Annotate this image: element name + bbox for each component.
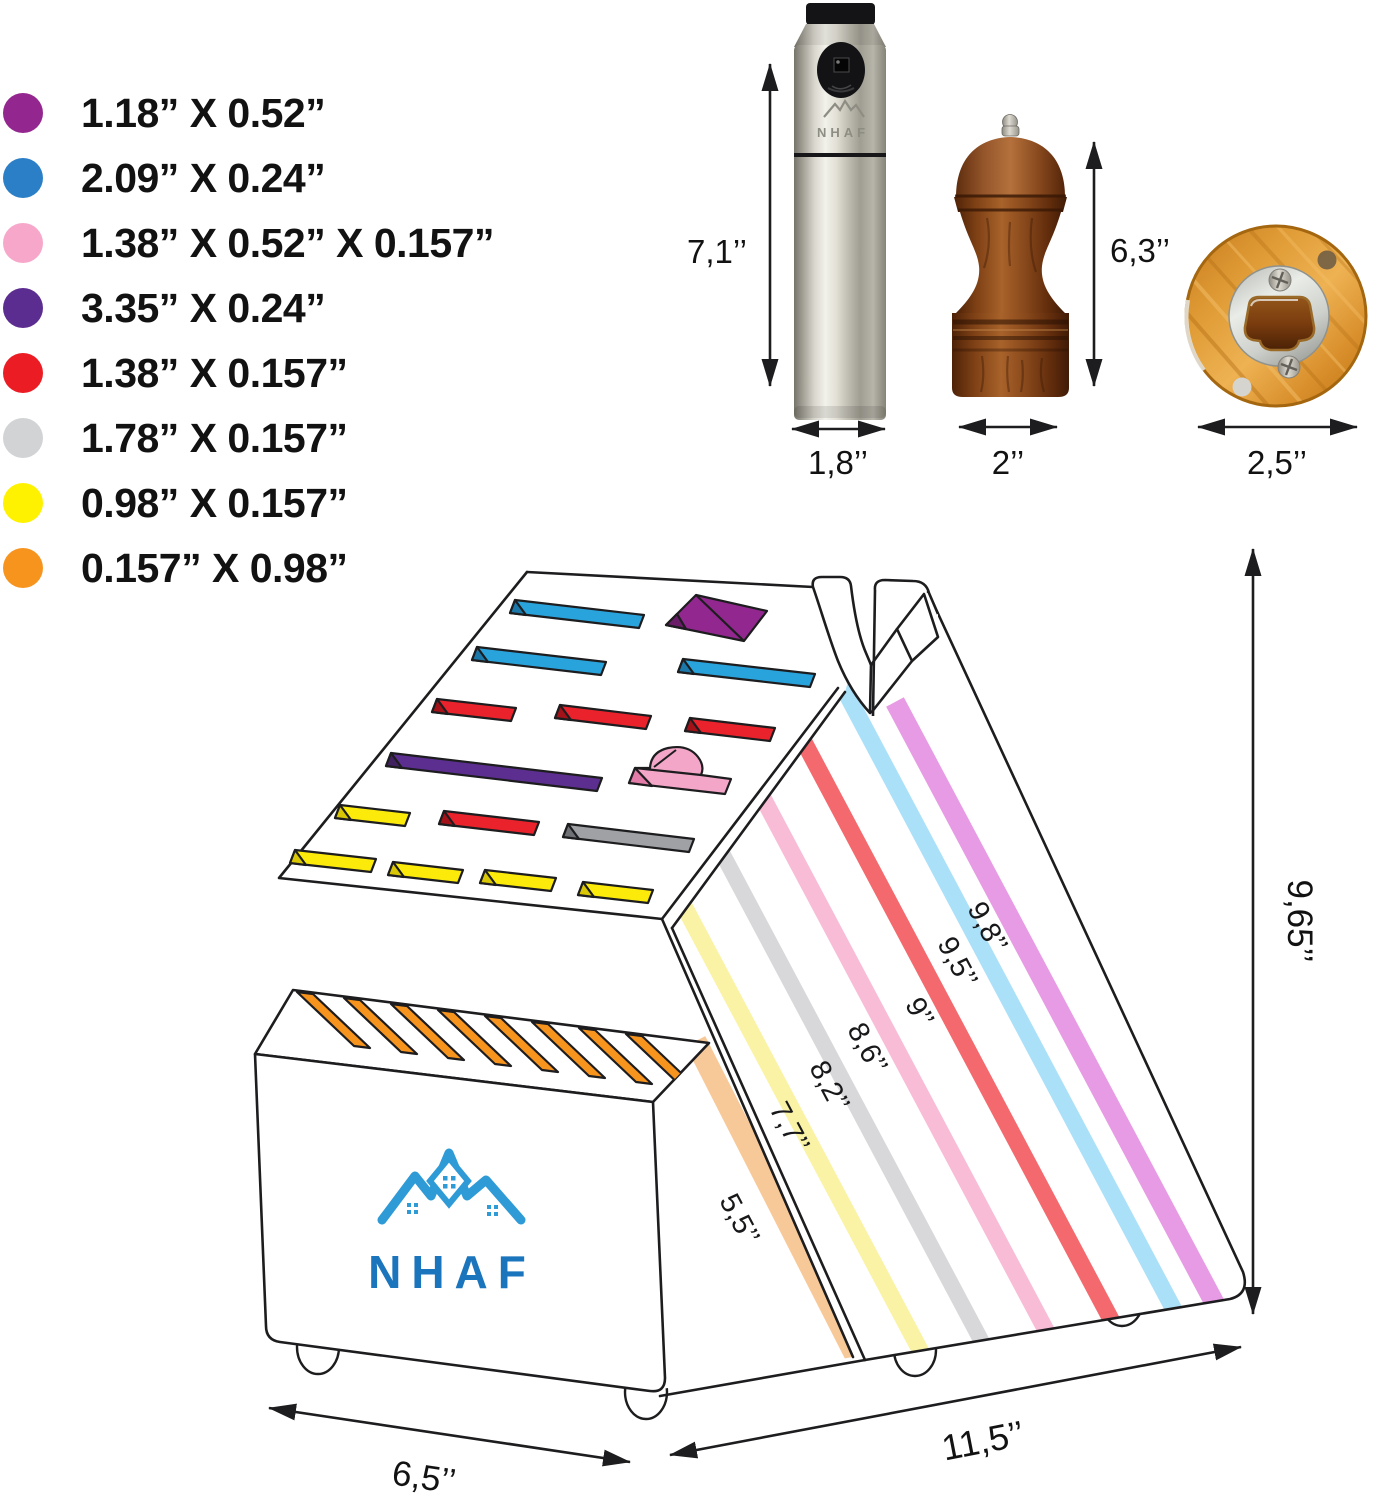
slot-flap	[478, 868, 498, 887]
slot-flap	[576, 880, 596, 899]
steak-slot	[577, 1026, 654, 1086]
legend-row: 1.38” X 0.157”	[3, 349, 348, 396]
opener-magnet-hole-bottom	[1232, 377, 1252, 397]
slot-pink-scissors	[627, 745, 733, 796]
block-height-label: 9,65’’	[1280, 879, 1319, 962]
legend-label: 1.18” X 0.52”	[81, 89, 326, 136]
slot-flap	[430, 697, 450, 716]
stripe-8-2	[710, 840, 1007, 1360]
pepper-mill-illustration	[952, 114, 1069, 397]
stripe-5-5	[685, 1036, 853, 1391]
block-dimension-arrows	[268, 548, 1262, 1467]
legend-label: 3.35” X 0.24”	[81, 284, 326, 331]
mill-base	[952, 313, 1069, 397]
opener-magnet-hole-top	[1317, 250, 1337, 270]
slot-flap	[553, 703, 573, 722]
slot-flap	[470, 645, 490, 664]
legend-label: 1.38” X 0.157”	[81, 349, 348, 396]
sprayer-bottom-shade	[794, 406, 886, 418]
oil-sprayer-illustration: NHAF	[794, 3, 886, 420]
knife-block-diagram: NHAF 5,5’’ 7,7’’ 8,2’’ 8,6’’ 9’’ 9,5’’ 9…	[253, 548, 1319, 1500]
nhaf-logo: NHAF	[368, 1148, 536, 1298]
legend-dot-yellow	[3, 483, 43, 523]
stripe-9-5	[832, 677, 1200, 1348]
legend-dot-red	[3, 353, 43, 393]
opener-width-label: 2,5’’	[1247, 444, 1307, 481]
legend-label: 1.38” X 0.52” X 0.157”	[81, 219, 494, 266]
legend-row: 0.157” X 0.98”	[3, 544, 348, 591]
legend-row: 0.98” X 0.157”	[3, 479, 348, 526]
slot-flap	[561, 822, 581, 841]
slot-flap	[508, 598, 528, 617]
sprayer-height-label: 7,1’’	[687, 233, 747, 270]
slot-purple-square	[664, 593, 769, 643]
legend-dot-blue	[3, 158, 43, 198]
legend-dot-orange	[3, 548, 43, 588]
handle-notch	[811, 575, 940, 717]
box-front-face	[253, 1052, 667, 1393]
legend-label: 1.78” X 0.157”	[81, 414, 348, 461]
steak-slot	[436, 1008, 513, 1068]
steak-slot	[342, 996, 419, 1056]
block-brand-text: NHAF	[368, 1246, 536, 1298]
steak-knife-box: NHAF	[253, 988, 711, 1393]
legend-row: 1.18” X 0.52”	[3, 89, 326, 136]
slot-flap	[437, 809, 457, 828]
legend-row: 3.35” X 0.24”	[3, 284, 326, 331]
legend-row: 1.38” X 0.52” X 0.157”	[3, 219, 494, 266]
sprayer-logo-icon	[823, 98, 865, 118]
block-length-label: 11,5’’	[938, 1412, 1027, 1468]
legend-label: 2.09” X 0.24”	[81, 154, 326, 201]
legend-dot-violet	[3, 288, 43, 328]
sprayer-dimension-arrows	[761, 63, 886, 438]
mill-height-label: 6,3’’	[1110, 232, 1170, 269]
slot-flap	[386, 860, 406, 879]
legend-dot-gray	[3, 418, 43, 458]
slot-flap	[333, 803, 353, 822]
opener-screw-top	[1268, 268, 1292, 292]
bottle-opener-illustration	[1184, 224, 1368, 408]
steak-slot	[530, 1020, 607, 1080]
stripe-8-6	[750, 784, 1071, 1360]
opener-screw-bottom	[1277, 355, 1301, 379]
sprayer-brand-text: NHAF	[817, 125, 869, 140]
opener-cap-hole	[1243, 295, 1316, 352]
mill-dimension-arrows	[958, 141, 1103, 436]
legend-row: 2.09” X 0.24”	[3, 154, 326, 201]
steak-slot	[389, 1002, 466, 1062]
block-edges	[277, 570, 1247, 1398]
mill-body	[956, 212, 1065, 313]
stripe-9-8	[886, 697, 1245, 1360]
stripe-9	[791, 728, 1135, 1355]
mill-wood-grain	[979, 217, 1046, 393]
stripe-7-7	[672, 892, 969, 1360]
steak-slot	[483, 1014, 560, 1074]
sprayer-seam-line	[794, 153, 886, 157]
block-depth-label: 6,5’’	[390, 1454, 459, 1500]
sprayer-cap	[806, 3, 875, 25]
legend-row: 1.78” X 0.157”	[3, 414, 348, 461]
slot-flap	[676, 657, 696, 676]
legend-label: 0.157” X 0.98”	[81, 544, 348, 591]
slot-flap	[288, 848, 308, 867]
knife-slots	[288, 593, 817, 905]
sprayer-shoulder	[794, 24, 886, 47]
slot-flap	[384, 751, 404, 770]
sprayer-body	[794, 45, 886, 420]
sprayer-width-label: 1,8’’	[808, 444, 868, 481]
legend-label: 0.98” X 0.157”	[81, 479, 348, 526]
slot-flap	[683, 716, 703, 735]
legend-dot-pink	[3, 223, 43, 263]
sprayer-nozzle-hole	[833, 57, 850, 73]
legend-dot-purple	[3, 93, 43, 133]
mill-dome	[956, 137, 1065, 197]
mill-width-label: 2’’	[992, 444, 1024, 481]
steak-slot	[295, 990, 372, 1050]
